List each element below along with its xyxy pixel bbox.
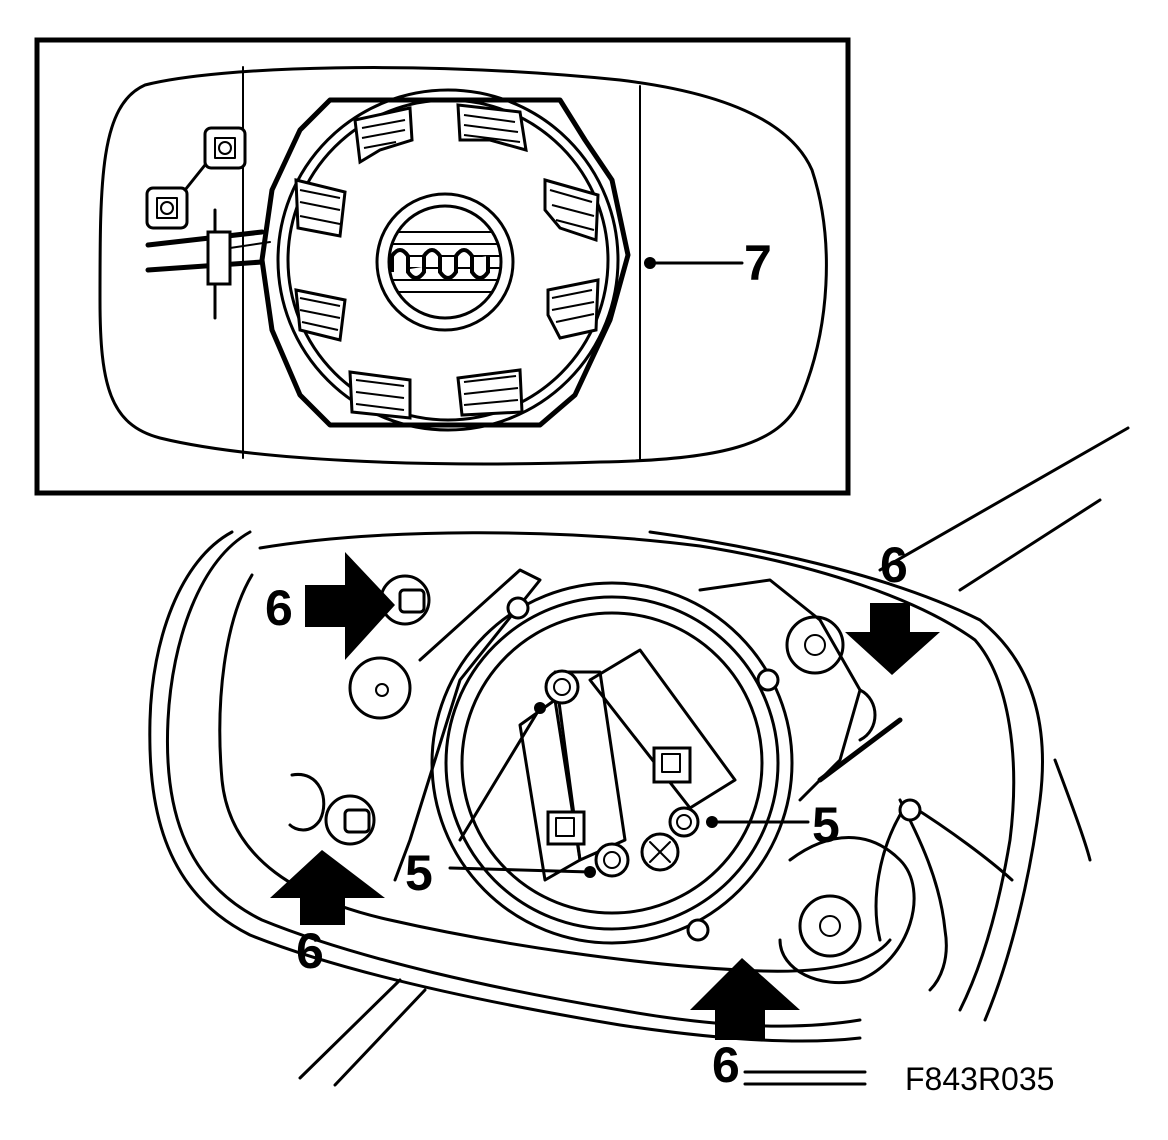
arrow-top-right <box>845 603 940 675</box>
housing-outer <box>165 530 862 1028</box>
figure-code: F843R035 <box>905 1061 1054 1097</box>
center-hub <box>375 192 515 332</box>
arm-line-lower-2 <box>333 988 427 1087</box>
arm-line-1 <box>878 426 1130 572</box>
arm-line-lower-1 <box>298 978 402 1080</box>
motor-ring <box>430 581 794 945</box>
housing-top-edge-2 <box>648 530 1044 1022</box>
arrow-bottom-right <box>690 958 800 1040</box>
left-bracket <box>393 568 542 882</box>
callout-5-left-leader-a <box>458 706 542 842</box>
left-bosses <box>288 574 431 846</box>
glass-mount-plate <box>259 88 631 432</box>
adjustment-motors <box>518 648 737 882</box>
callout-6-bottom-right-label: 6 <box>712 1037 740 1093</box>
right-lower-bracket <box>778 836 916 985</box>
right-boss-center <box>804 634 826 656</box>
callout-7-label: 7 <box>744 235 772 291</box>
lower-right-boss-center <box>819 915 841 937</box>
callout-6-bottom-left-label: 6 <box>296 923 324 979</box>
wiring-harness <box>817 688 1014 992</box>
heating-terminals <box>145 126 271 320</box>
housing-outer-2 <box>148 530 862 1043</box>
housing-top-edge <box>258 531 1016 1012</box>
arrow-top-left <box>305 552 395 660</box>
lower-right-boss <box>798 894 862 958</box>
callout-5-right-label: 5 <box>812 797 840 853</box>
mount-lugs <box>294 103 600 420</box>
callout-5-left-leader-b <box>448 866 592 874</box>
callout-5-left-label: 5 <box>405 845 433 901</box>
mirror-glass-outline <box>98 66 828 466</box>
callout-6-top-right-label: 6 <box>880 537 908 593</box>
arrow-bottom-left <box>270 850 385 925</box>
right-boss <box>785 615 845 675</box>
arm-line-2 <box>958 498 1102 592</box>
callout-6-top-left-label: 6 <box>265 580 293 636</box>
mirror-housing-view: 6 6 6 6 5 5 <box>148 426 1130 1093</box>
arm-line-3 <box>1053 758 1092 862</box>
housing-inner <box>218 573 892 973</box>
inset-mirror-glass: 7 <box>34 37 851 496</box>
